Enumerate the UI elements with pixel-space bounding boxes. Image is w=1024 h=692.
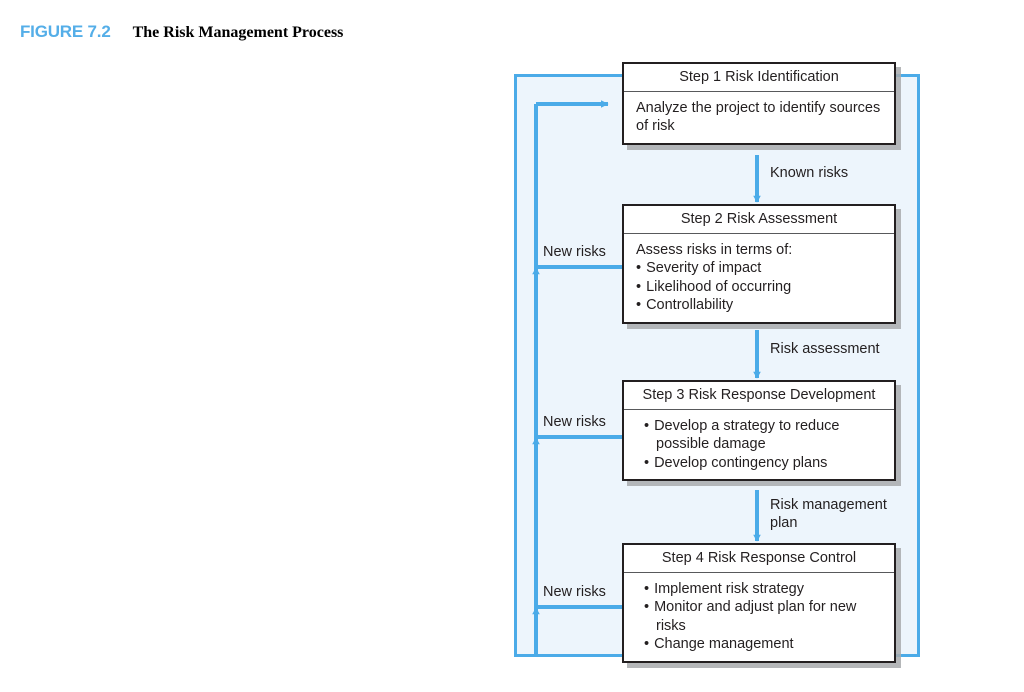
step-3-body: Develop a strategy to reduce possible da… [624, 410, 894, 480]
figure-caption: FIGURE 7.2 The Risk Management Process [20, 22, 343, 42]
step-3-header: Step 3 Risk Response Development [624, 382, 894, 410]
loop-label-new-risks-step-2: New risks [543, 244, 606, 260]
step-2-header: Step 2 Risk Assessment [624, 206, 894, 234]
flow-label-risk-assessment: Risk assessment [770, 341, 880, 357]
figure-title: The Risk Management Process [132, 24, 344, 41]
step-4-bullet-list: Implement risk strategy Monitor and adju… [644, 580, 884, 654]
step-2-bullet-1: Severity of impact [636, 259, 884, 278]
step-1-body: Analyze the project to identify sources … [624, 92, 894, 143]
step-3-bullet-list: Develop a strategy to reduce possible da… [644, 417, 884, 473]
flow-label-known-risks: Known risks [770, 165, 849, 181]
step-2-paragraph: Assess risks in terms of: [636, 241, 793, 258]
step-1-paragraph: Analyze the project to identify sources … [636, 99, 881, 135]
process-box-step-3[interactable]: Step 3 Risk Response Development Develop… [622, 380, 896, 482]
step-4-header: Step 4 Risk Response Control [624, 545, 894, 573]
step-2-bullet-2: Likelihood of occurring [636, 278, 884, 297]
step-3-bullet-1: Develop a strategy to reduce possible da… [644, 417, 884, 454]
process-box-step-4[interactable]: Step 4 Risk Response Control Implement r… [622, 543, 896, 663]
loop-label-new-risks-step-4: New risks [543, 584, 606, 600]
step-4-bullet-2: Monitor and adjust plan for new risks [644, 598, 884, 635]
step-4-bullet-1: Implement risk strategy [644, 580, 884, 599]
step-2-body: Assess risks in terms of: Severity of im… [624, 234, 894, 322]
step-2-bullet-3: Controllability [636, 296, 884, 315]
step-1-header: Step 1 Risk Identification [624, 64, 894, 92]
step-4-bullet-3: Change management [644, 635, 884, 654]
process-box-step-2[interactable]: Step 2 Risk Assessment Assess risks in t… [622, 204, 896, 324]
process-box-step-1[interactable]: Step 1 Risk Identification Analyze the p… [622, 62, 896, 145]
figure-number-label: FIGURE 7.2 [20, 22, 111, 41]
loop-label-new-risks-step-3: New risks [543, 414, 606, 430]
step-4-body: Implement risk strategy Monitor and adju… [624, 573, 894, 661]
step-3-bullet-2: Develop contingency plans [644, 454, 884, 473]
flow-label-risk-management-plan: Risk management plan [770, 497, 887, 532]
step-2-bullet-list: Severity of impact Likelihood of occurri… [636, 259, 884, 315]
